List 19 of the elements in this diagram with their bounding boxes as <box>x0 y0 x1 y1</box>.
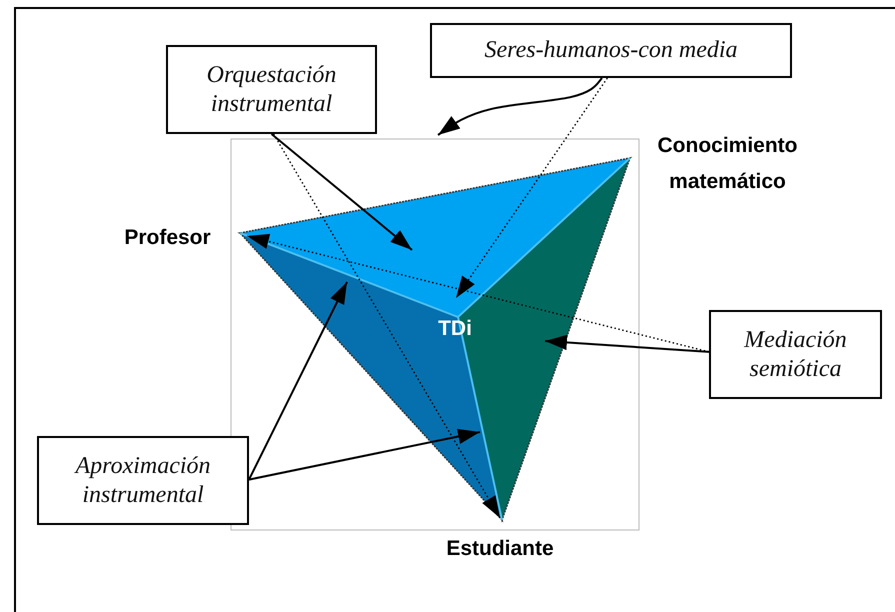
box-text: Aproximación instrumental <box>73 452 212 510</box>
text-box <box>430 23 792 78</box>
box-text: Orquestación instrumental <box>206 60 338 118</box>
text-box <box>37 436 249 525</box>
text-box <box>709 310 882 399</box>
arrow <box>273 134 501 518</box>
arrow <box>437 77 603 136</box>
text-box <box>166 45 377 134</box>
vertex-label: Estudiante <box>445 536 555 562</box>
vertex-label: Profesor <box>123 225 212 251</box>
vertex-label: Conocimiento matemático <box>656 133 798 195</box>
arrow <box>544 334 710 353</box>
arrow <box>248 282 348 480</box>
arrow <box>248 428 480 481</box>
arrow <box>455 78 608 298</box>
box-text: Seres-humanos-con media <box>484 36 738 65</box>
vertex-label: TDi <box>437 316 473 342</box>
box-text: Mediación semiótica <box>742 326 848 384</box>
arrow <box>270 133 413 251</box>
